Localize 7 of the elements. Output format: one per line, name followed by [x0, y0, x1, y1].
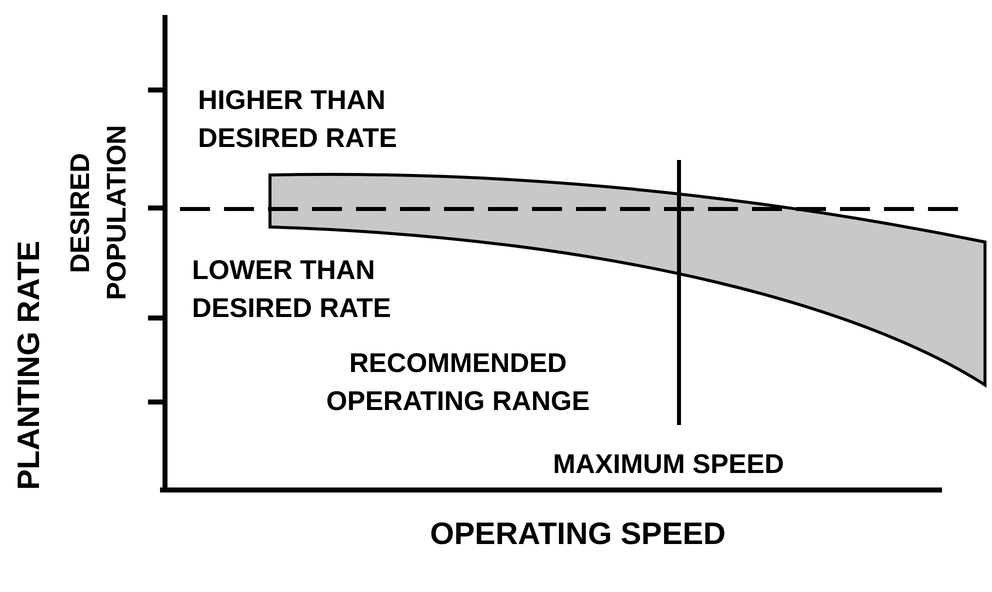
axis-title: PLANTING RATE	[10, 240, 47, 490]
axis-title: OPERATING SPEED	[430, 515, 727, 553]
marker-label: MAXIMUM SPEED	[553, 448, 786, 481]
region-label: HIGHER THAN DESIRED RATE	[198, 84, 398, 155]
reference-label: DESIRED POPULATION	[64, 124, 132, 302]
range-label: RECOMMENDED OPERATING RANGE	[325, 347, 591, 418]
region-label: LOWER THAN DESIRED RATE	[192, 254, 392, 325]
